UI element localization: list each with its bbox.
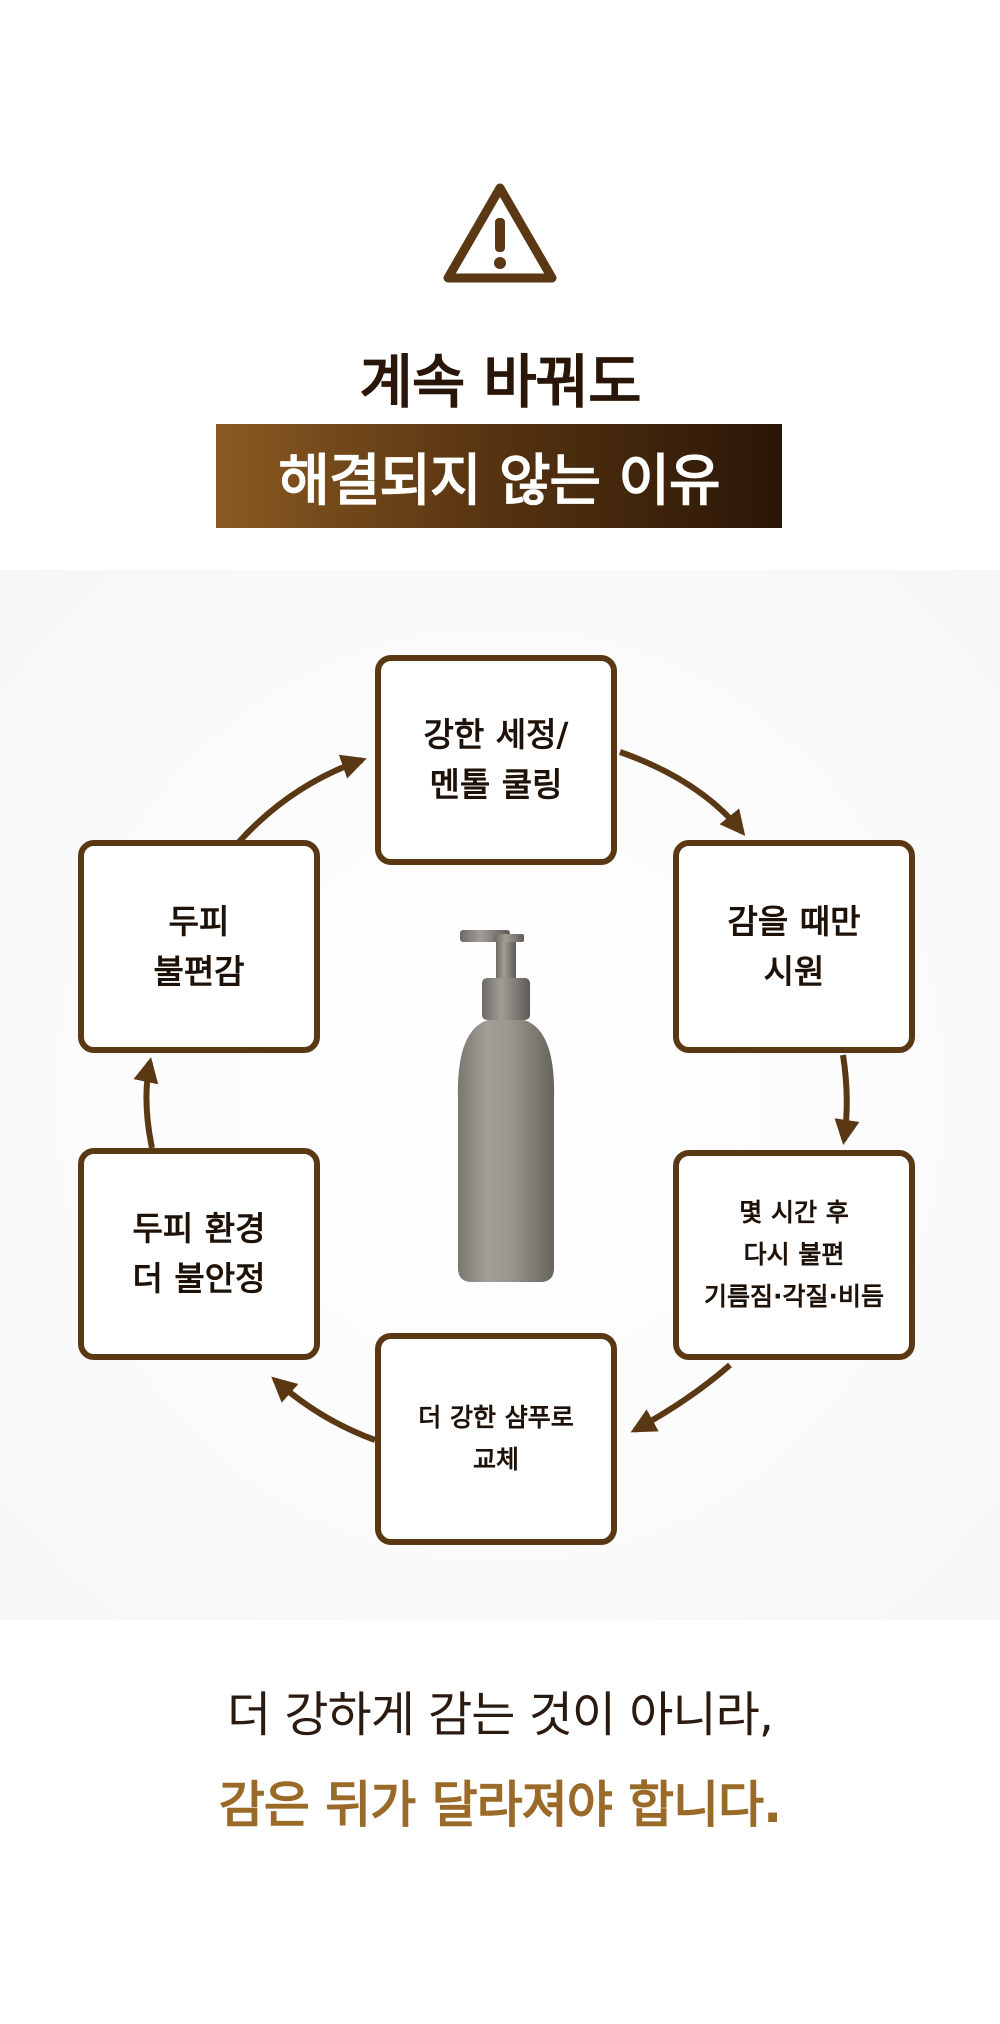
node-line: 몇 시간 후: [739, 1198, 849, 1227]
node-line: 감을 때만: [727, 901, 861, 941]
cycle-node-stronger-shampoo: 더 강한 샴푸로 교체: [375, 1333, 617, 1545]
node-line: 기름짐·각질·비듬: [704, 1282, 884, 1311]
node-line: 더 불안정: [132, 1259, 266, 1298]
node-line: 다시 불편: [743, 1240, 845, 1269]
node-line: 시원: [763, 951, 825, 991]
cycle-node-scalp-unstable: 두피 환경 더 불안정: [78, 1148, 320, 1360]
node-line: 더 강한 샴푸로: [418, 1403, 574, 1432]
title-banner: 해결되지 않는 이유: [216, 424, 782, 528]
cycle-node-scalp-discomfort: 두피 불편감: [78, 840, 320, 1053]
node-line: 두피: [168, 901, 230, 941]
node-line: 강한 세정/: [423, 715, 569, 754]
node-line: 멘톨 쿨링: [429, 765, 563, 804]
title-line-2: 해결되지 않는 이유: [278, 448, 720, 514]
cycle-node-strong-wash: 강한 세정/ 멘톨 쿨링: [375, 655, 617, 865]
node-line: 불편감: [153, 951, 245, 991]
shampoo-bottle-image: [457, 930, 555, 1282]
warning-triangle-icon: [443, 183, 557, 283]
cycle-node-refresh: 감을 때만 시원: [673, 840, 915, 1053]
title-line-1: 계속 바꿔도: [359, 348, 642, 416]
footer-line-1: 더 강하게 감는 것이 아니라,: [226, 1687, 774, 1743]
footer-line-2: 감은 뒤가 달라져야 합니다.: [218, 1776, 782, 1834]
node-line: 두피 환경: [132, 1209, 266, 1248]
cycle-node-discomfort: 몇 시간 후 다시 불편 기름짐·각질·비듬: [673, 1150, 915, 1360]
node-line: 교체: [472, 1445, 519, 1474]
